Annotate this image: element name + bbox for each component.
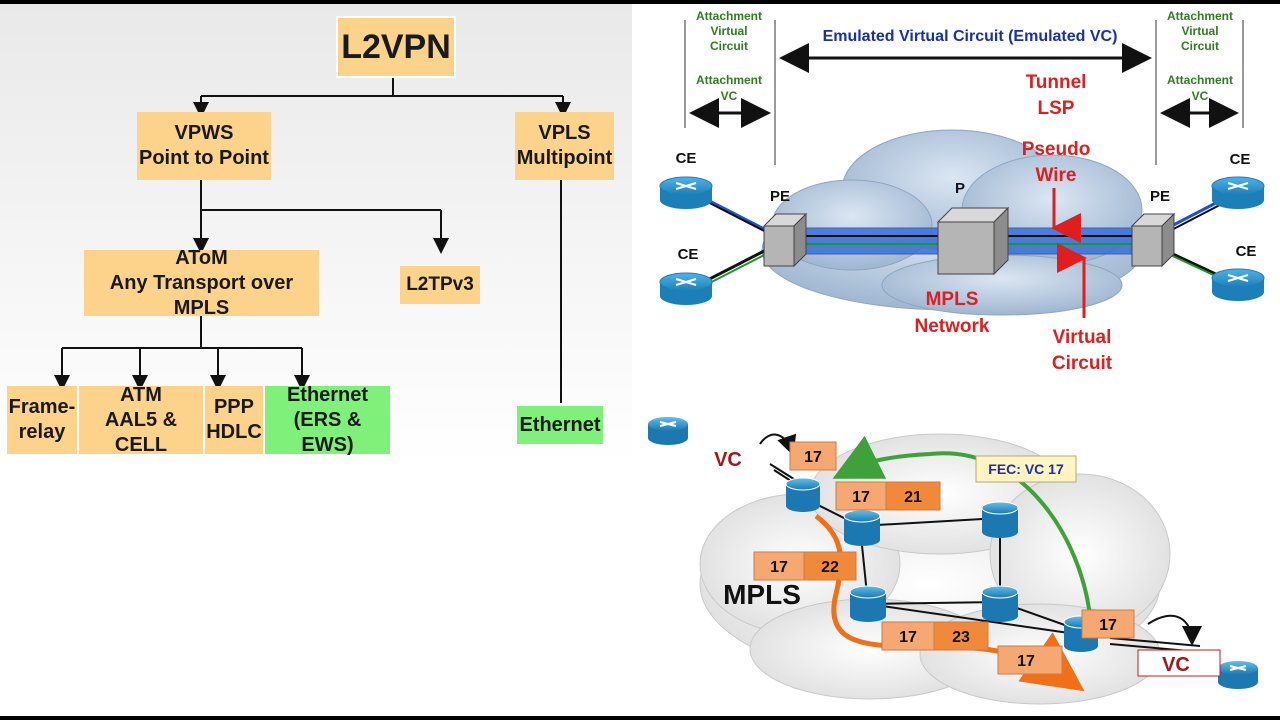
attach-vc-right-line1: Attachment (1167, 73, 1233, 87)
ppp-box: PPP HDLC (205, 386, 263, 454)
mpls-cloud-label: MPLS (723, 579, 801, 610)
mpls-label: MPLS (926, 289, 979, 310)
attach-vc-circuit-right-line1: Attachment (1167, 9, 1233, 23)
p-router-switch (936, 206, 1010, 276)
frame-relay-box: Frame- relay (7, 386, 77, 454)
ce-router-bottom-left (659, 272, 713, 305)
ce-router-bottom-right (1211, 268, 1265, 301)
attach-vc-left-line2: VC (721, 89, 738, 103)
ppp-label: PPP HDLC (206, 396, 262, 443)
attach-vc-left-line1: Attachment (696, 73, 762, 87)
ce-bottom-left-label: CE (678, 246, 699, 263)
router-ingress (785, 477, 821, 512)
attach-vc-circuit-left-line1: Attachment (696, 9, 762, 23)
ethernet-vpls-label: Ethernet (519, 413, 601, 436)
label-22: 22 (821, 559, 839, 576)
attach-vc-right-line2: VC (1192, 89, 1209, 103)
vpws-label: VPWS Point to Point (139, 122, 269, 169)
label-17-top: 17 (804, 449, 822, 466)
label-switching-diagram: 17 17 21 17 22 17 23 17 17 FEC: VC 17 VC… (648, 417, 1258, 705)
router-core-3 (849, 585, 887, 622)
label-21: 21 (904, 489, 922, 506)
attach-vc-circuit-right-line2: Virtual (1181, 24, 1218, 38)
pe-right-label: PE (1150, 188, 1170, 205)
ce-top-right-label: CE (1230, 151, 1251, 168)
label-23: 23 (952, 629, 970, 646)
p-label: P (955, 180, 965, 197)
wire-label: Wire (1035, 165, 1076, 186)
ethernet-vpls-box: Ethernet (517, 406, 603, 444)
attach-vc-circuit-right-line3: Circuit (1181, 39, 1219, 53)
l2vpn-box: L2VPN (336, 16, 456, 78)
pe-left-switch (762, 212, 808, 268)
emulated-vc-label: Emulated Virtual Circuit (Emulated VC) (823, 28, 1118, 45)
pseudowire-diagram: Attachment Virtual Circuit Attachment VC… (659, 9, 1265, 374)
vc-left-label: VC (714, 449, 742, 471)
label-17-b: 17 (770, 559, 788, 576)
ce-router-right (1218, 661, 1258, 689)
vc-right-label: VC (1162, 654, 1190, 676)
ce-router-top-left (659, 176, 713, 209)
pe-left-label: PE (770, 188, 790, 205)
vpls-box: VPLS Multipoint (515, 112, 614, 180)
tunnel-label: Tunnel (1026, 72, 1087, 93)
l2tpv3-box: L2TPv3 (400, 266, 480, 304)
frame-relay-label: Frame- relay (8, 396, 76, 443)
vpws-box: VPWS Point to Point (137, 112, 271, 180)
pe-right-switch (1130, 212, 1176, 268)
fec-label: FEC: VC 17 (988, 461, 1064, 477)
l2tpv3-label: L2TPv3 (406, 274, 474, 296)
atom-label: AToM Any Transport over MPLS (109, 246, 294, 319)
label-17-e: 17 (1099, 617, 1117, 634)
ce-top-left-label: CE (676, 150, 697, 167)
ce-router-left (648, 417, 688, 445)
attach-vc-circuit-left-line3: Circuit (710, 39, 748, 53)
ce-router-top-right (1211, 176, 1265, 209)
label-17-c: 17 (899, 629, 917, 646)
virtual-label: Virtual (1053, 327, 1112, 348)
label-17-d: 17 (1017, 653, 1035, 670)
pseudo-label: Pseudo (1022, 139, 1091, 160)
atm-label: ATM AAL5 & CELL (104, 383, 178, 456)
ethernet-atom-label: Ethernet (ERS & EWS) (286, 383, 369, 456)
lsp-label: LSP (1038, 98, 1075, 119)
ce-bottom-right-label: CE (1236, 243, 1257, 260)
router-core-1 (843, 509, 881, 546)
atom-box: AToM Any Transport over MPLS (84, 247, 319, 319)
atm-box: ATM AAL5 & CELL (79, 384, 203, 456)
fec-advertisement-arrow (832, 435, 1092, 617)
vpls-label: VPLS Multipoint (516, 122, 613, 169)
label-17-a: 17 (852, 489, 870, 506)
tree-connectors (54, 78, 571, 403)
network-label: Network (915, 316, 990, 337)
l2vpn-label: L2VPN (341, 27, 451, 66)
attach-vc-circuit-left-line2: Virtual (710, 24, 747, 38)
router-core-4 (981, 585, 1019, 622)
router-core-2 (981, 501, 1019, 538)
ethernet-atom-box: Ethernet (ERS & EWS) (265, 384, 390, 456)
circuit-label: Circuit (1052, 353, 1113, 374)
